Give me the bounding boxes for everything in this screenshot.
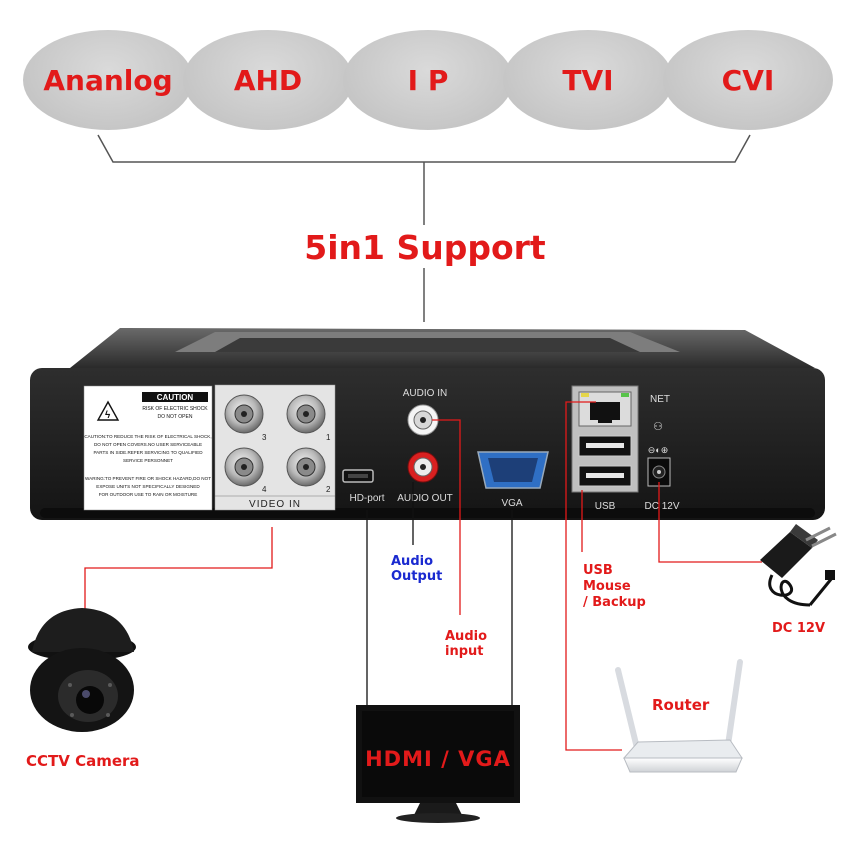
monitor-label: HDMI / VGA <box>365 747 511 771</box>
format-tvi-label: TVI <box>562 63 614 97</box>
shock-warning-icon <box>96 400 120 421</box>
caution-sub1: RISK OF ELECTRIC SHOCK <box>142 406 208 412</box>
router-line <box>565 401 622 751</box>
dc-line <box>658 482 762 563</box>
callout-audio-input-line2: input <box>445 644 484 659</box>
router-icon <box>615 659 743 773</box>
format-ahd: AHD <box>183 30 353 130</box>
callout-dc: DC 12V <box>772 621 826 636</box>
format-cvi-label: CVI <box>721 63 775 97</box>
usb-label: USB <box>595 501 616 512</box>
bnc-number: 3 <box>262 433 267 442</box>
caution-line: DO NOT OPEN COVERS.NO USER SERVICEABLE <box>94 442 202 447</box>
audio-out-label: AUDIO OUT <box>397 493 453 504</box>
callout-usb-line2: Mouse <box>583 579 631 594</box>
hd-port-label: HD-port <box>349 493 384 504</box>
callout-audio-output-line1: Audio <box>391 554 434 569</box>
caution-line: EXPOSE UNITS NOT SPECIFICALLY DESIGNED <box>96 484 200 489</box>
audio-in-line <box>432 419 461 615</box>
callout-usb: USB Mouse / Backup <box>583 563 646 611</box>
format-tvi: TVI <box>503 30 673 130</box>
net-label: NET <box>650 394 670 405</box>
mouse-symbol-icon: ⚇ <box>653 421 663 433</box>
bnc-number: 4 <box>262 485 267 494</box>
format-ip-label: I P <box>407 63 449 97</box>
format-cvi: CVI <box>663 30 833 130</box>
format-analog: Ananlog <box>23 30 193 130</box>
dvr-top-plate-inner <box>215 338 640 352</box>
callout-audio-output: Audio Output <box>391 554 442 584</box>
caution-line: SERVICE PERSONNET <box>123 458 173 463</box>
polarity-symbol-icon: ⊖◐⊕ <box>648 445 669 455</box>
dvr-bottom-edge <box>40 508 815 518</box>
format-ip: I P <box>343 30 513 130</box>
callout-camera: CCTV Camera <box>26 752 140 770</box>
caution-line: WARING:TO PREVENT FIRE OR SHOCK HAZARD,D… <box>85 476 211 481</box>
video-in-label: VIDEO IN <box>249 499 301 510</box>
caution-sub2: DO NOT OPEN <box>158 414 193 420</box>
caution-line: CAUTION:TO REDUCE THE RISK OF ELECTRICAL… <box>84 434 211 439</box>
bnc-number: 2 <box>326 485 331 494</box>
shock-bolt-icon: ϟ <box>105 410 111 421</box>
callout-usb-line1: USB <box>583 563 613 578</box>
dc-label: DC 12V <box>644 501 679 512</box>
headline: 5in1 Support <box>304 228 546 267</box>
callout-usb-line3: / Backup <box>583 595 646 610</box>
audio-in-label: AUDIO IN <box>403 388 447 399</box>
callout-audio-input: Audio input <box>445 629 487 659</box>
vga-label: VGA <box>501 498 522 509</box>
format-analog-label: Ananlog <box>43 63 173 97</box>
power-adapter-icon <box>760 524 837 607</box>
camera-line <box>84 527 273 635</box>
caution-title: CAUTION <box>157 393 194 402</box>
bnc-number: 1 <box>326 433 331 442</box>
monitor-icon <box>356 705 520 823</box>
caution-line: FOR OUTDOOR USE TO RAIN OR MOISTURE <box>99 492 198 497</box>
callout-audio-output-line2: Output <box>391 569 443 584</box>
bracket-line <box>97 134 751 163</box>
callout-audio-input-line1: Audio <box>445 629 488 644</box>
dome-camera-icon <box>28 608 136 732</box>
format-ahd-label: AHD <box>233 63 303 97</box>
callout-router: Router <box>652 696 710 714</box>
caution-line: PARTS IN SIDE.REFER SERVICING TO QUALIFI… <box>93 450 203 455</box>
